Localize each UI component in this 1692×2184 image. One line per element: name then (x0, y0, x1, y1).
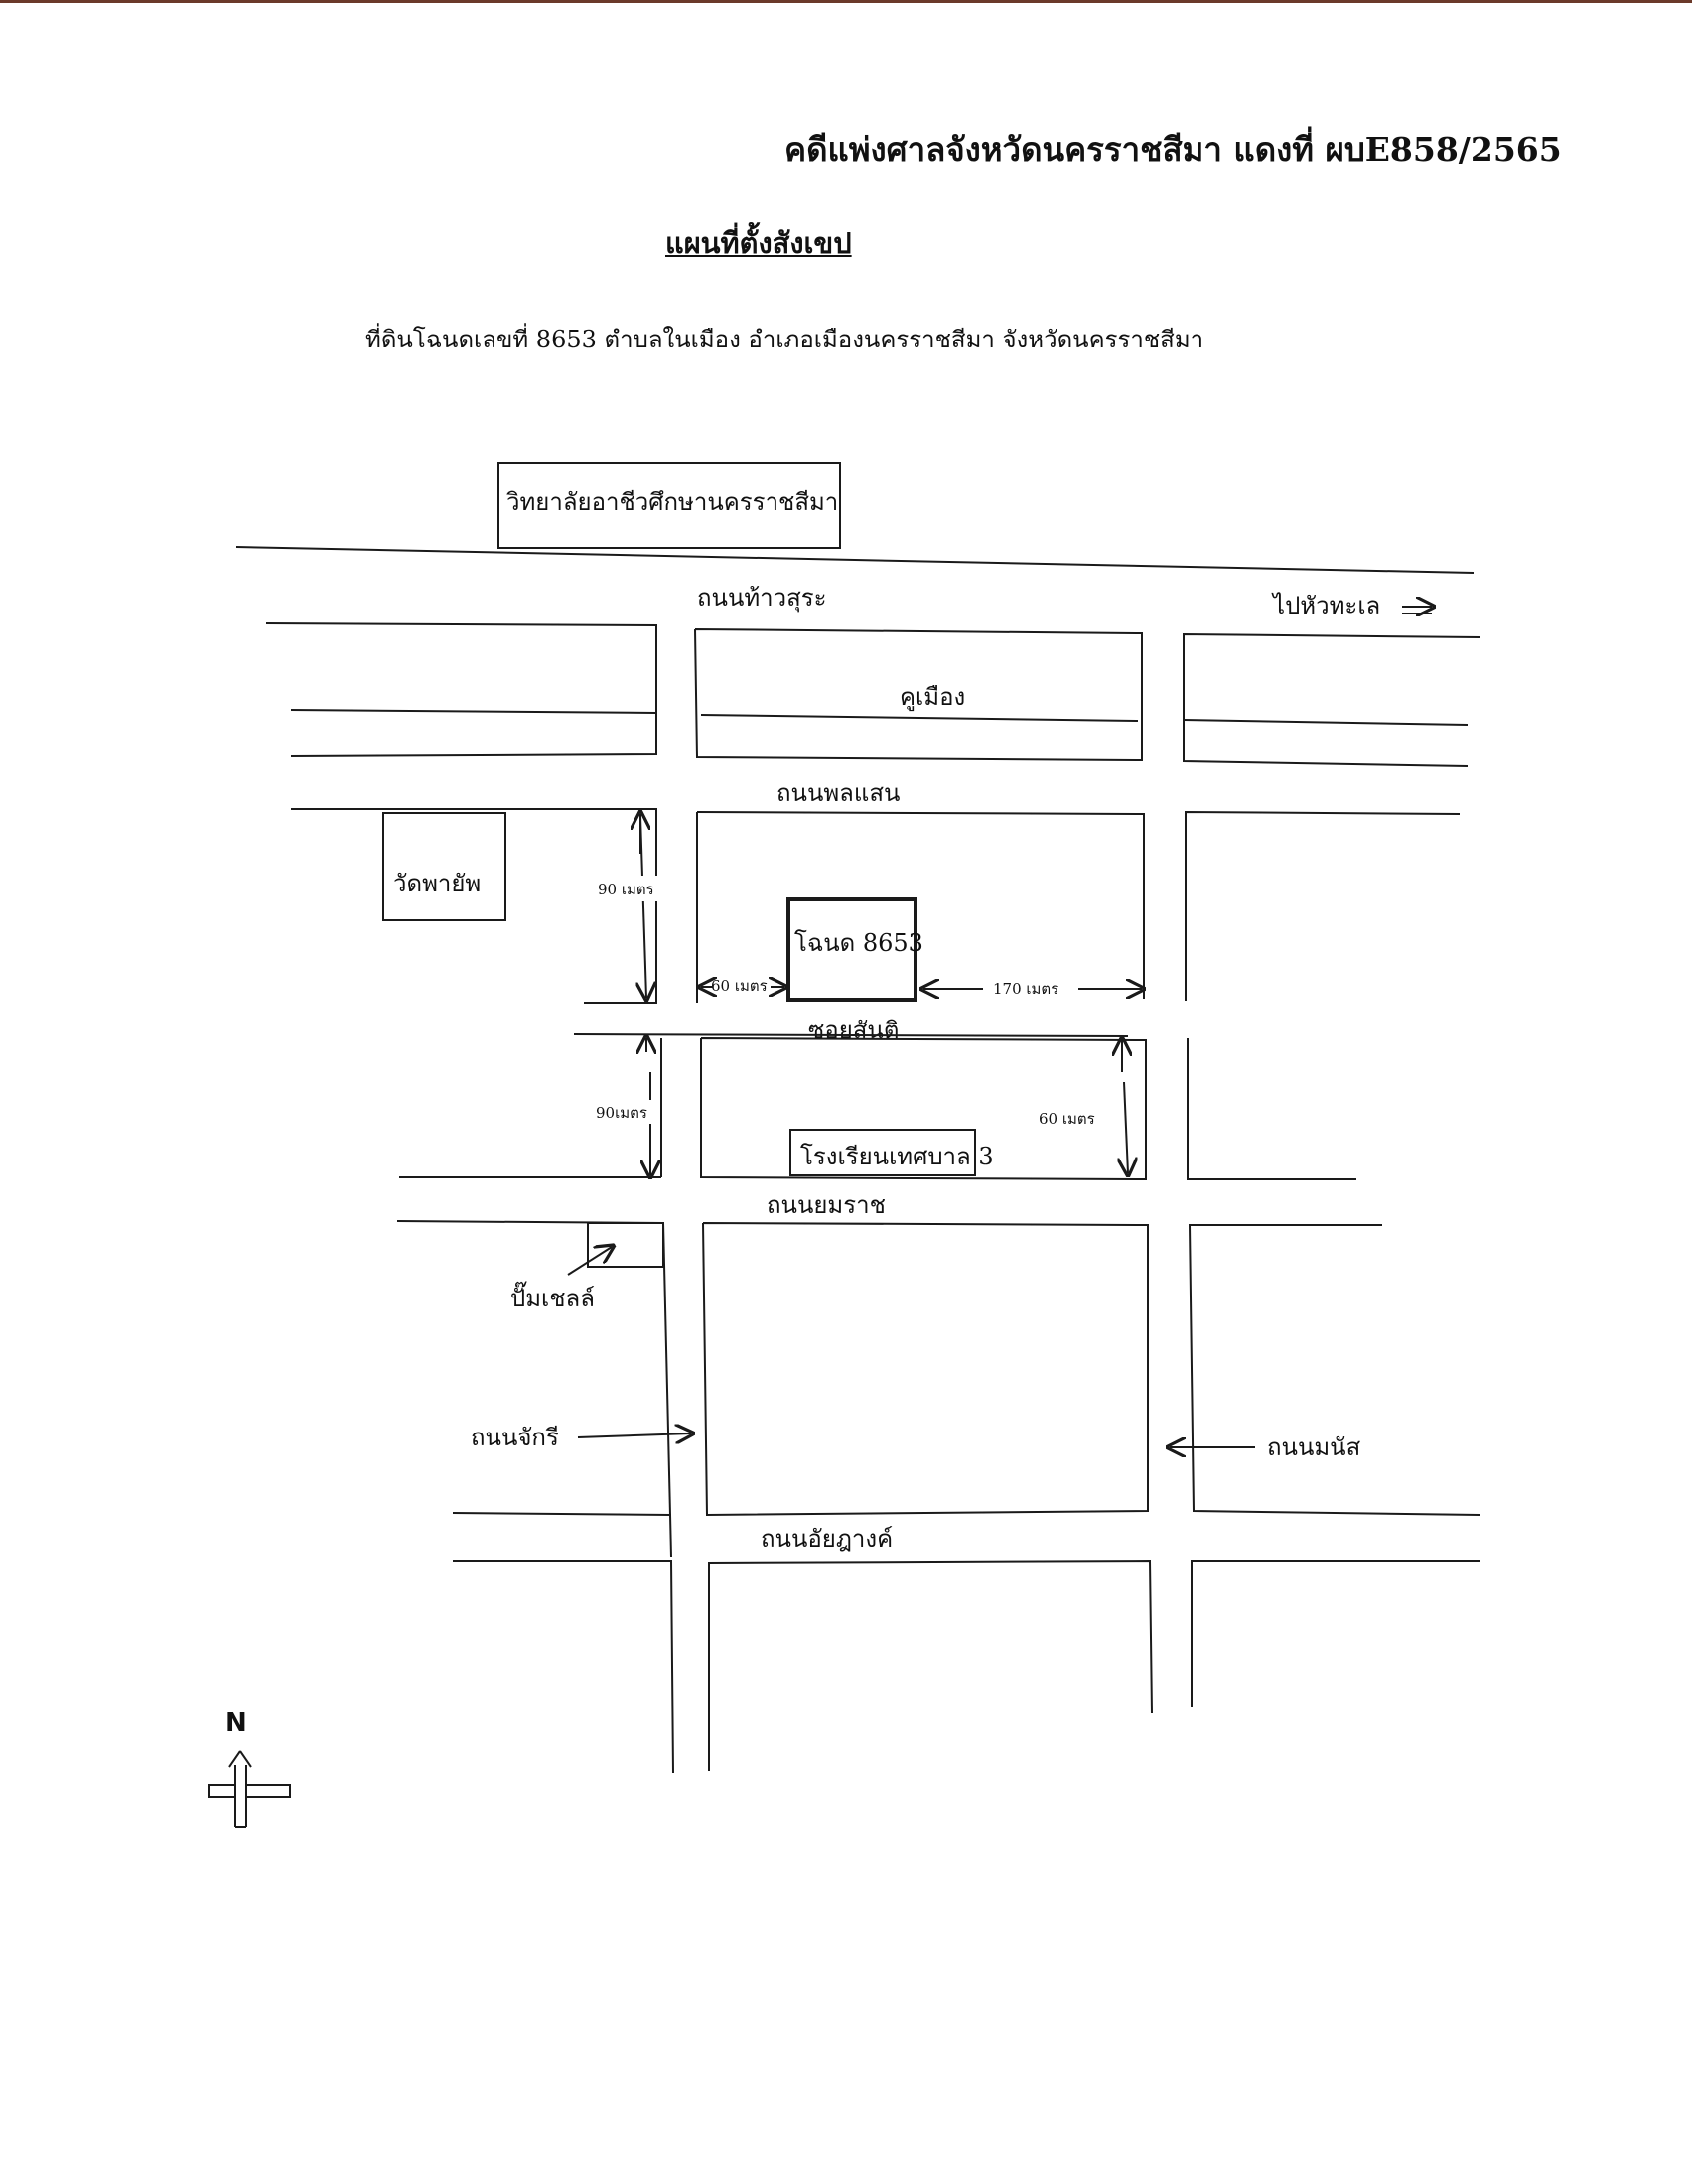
row5-blocks (453, 1559, 1480, 1774)
parcel-description: ที่ดินโฉนดเลขที่ 8653 ตำบลในเมือง อำเภอเ… (365, 326, 1204, 353)
moat-blocks (265, 622, 1480, 767)
row2-blocks (291, 808, 1461, 1004)
phon-saen-road-label: ถนนพลแสน (776, 779, 900, 807)
dim-90-lower-label: 90เมตร (596, 1104, 647, 1122)
north-label: N (225, 1708, 247, 1738)
page-top-edge (0, 0, 1692, 3)
moat-label: คูเมือง (900, 683, 965, 712)
map-title: แผนที่ตั้งสังเขป (665, 226, 852, 260)
school-box (789, 1129, 976, 1176)
gas-station-label: ปั๊มเชลล์ (510, 1281, 595, 1312)
anyakhong-road-label: ถนนอัยฎางค์ (761, 1525, 893, 1553)
dim-60-right-down (1124, 1081, 1128, 1173)
row3-blocks (399, 1033, 1356, 1181)
dim-60-left-label: 60 เมตร (711, 977, 768, 995)
gas-station-pointer (567, 1247, 612, 1276)
chakri-road-label: ถนนจักรี (471, 1424, 559, 1451)
temple-label: วัดพายัพ (393, 870, 481, 897)
dim-90-upper-label: 90 เมตร (598, 881, 654, 898)
thao-sura-road-north-edge (235, 546, 1475, 574)
college-label: วิทยาลัยอาชีวศึกษานครราชสีมา (505, 488, 838, 516)
temple-box (382, 812, 506, 921)
direction-note: ไปหัวทะเล (1271, 592, 1380, 619)
row4-blocks (396, 1220, 1480, 1558)
thao-sura-road-label: ถนนท้าวสุระ (697, 584, 827, 613)
title-deed-parcel (786, 897, 917, 1002)
yommarat-road-label: ถนนยมราช (767, 1191, 886, 1219)
chakri-road-pointer (577, 1433, 691, 1437)
college-box (497, 462, 841, 549)
north-arrow-icon (208, 1750, 291, 1828)
school-label: โรงเรียนเทศบาล 3 (800, 1143, 994, 1170)
direction-arrow-icon (1402, 607, 1432, 614)
manat-road-label: ถนนมนัส (1267, 1433, 1361, 1461)
dim-60-right-label: 60 เมตร (1039, 1110, 1095, 1128)
title-deed-label: โฉนด 8653 (794, 929, 923, 957)
gas-station-box (587, 1222, 664, 1268)
case-title: คดีแพ่งศาลจังหวัดนครราชสีมา แดงที่ ผบE85… (784, 130, 1562, 169)
dim-170-right-label: 170 เมตร (993, 980, 1058, 998)
